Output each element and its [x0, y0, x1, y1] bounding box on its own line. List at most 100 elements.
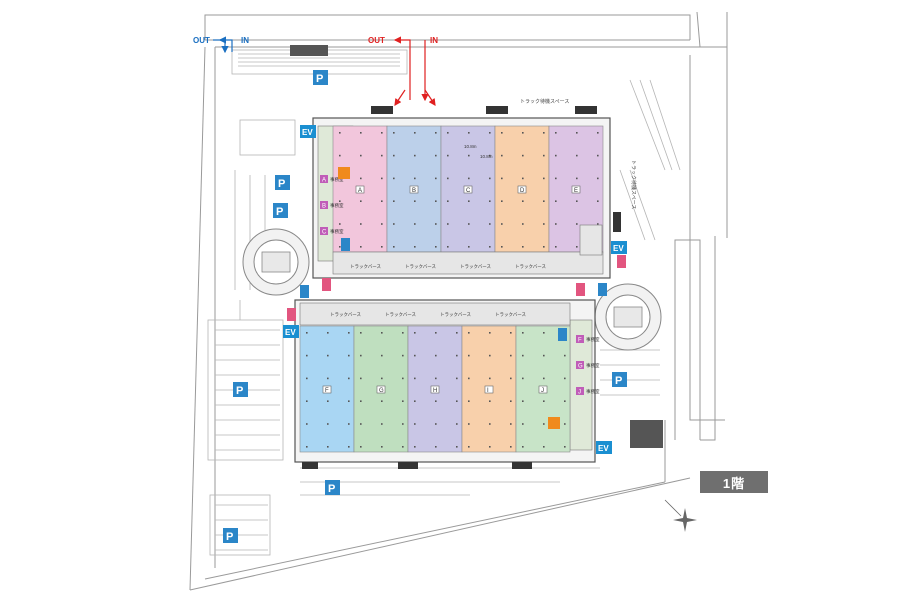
column-dot [381, 332, 383, 334]
restroom-female-icon [287, 308, 296, 321]
column-dot [522, 200, 524, 202]
parking-marker: P [313, 70, 328, 85]
truck-wait-label-right: トラック待機スペース [630, 160, 637, 209]
svg-text:P: P [236, 385, 243, 397]
truck-berth-labels: トラックバース トラックバース トラックバース トラックバース トラックバース … [330, 264, 547, 318]
column-dot [543, 423, 545, 425]
zone-letter: F [325, 388, 329, 394]
column-dot [360, 332, 362, 334]
parking-marker: P [273, 203, 288, 218]
column-dot [501, 246, 503, 248]
column-dot [468, 423, 470, 425]
column-dot [360, 154, 362, 157]
top-in-label: IN [430, 36, 438, 45]
column-dot [468, 200, 470, 202]
wheelchair-icon [548, 417, 560, 429]
berth-label: トラックバース [330, 312, 362, 318]
column-dot [522, 154, 524, 157]
svg-text:EV: EV [302, 128, 313, 137]
column-dot [489, 332, 491, 334]
zone-badge [517, 185, 527, 194]
column-dot [414, 200, 416, 202]
column-dot [414, 400, 416, 402]
column-dot [597, 200, 599, 202]
column-dot [456, 400, 458, 402]
dimension-marks: 10.8m 10.8m [464, 144, 493, 159]
office-label: 事務室 [586, 388, 600, 395]
column-dot [348, 377, 350, 380]
column-dot [327, 377, 329, 380]
bike-parking [290, 45, 663, 448]
office-label: 事務室 [586, 336, 600, 343]
column-dot [414, 446, 416, 448]
office-tag [320, 201, 328, 209]
column-dot [489, 377, 491, 380]
column-dot [327, 332, 329, 334]
zone-letter: D [520, 188, 525, 194]
zone-badge [376, 385, 386, 394]
office-tag-letter: A [322, 178, 326, 184]
zone-badge [322, 385, 332, 394]
column-dot [576, 200, 578, 202]
column-dot [360, 200, 362, 202]
column-dot [510, 354, 512, 357]
column-dot [489, 400, 491, 402]
berth-label: トラックバース [460, 264, 492, 270]
column-dot [543, 132, 545, 134]
column-dot [339, 132, 341, 134]
column-dot [501, 177, 503, 180]
column-dot [510, 332, 512, 334]
column-dot [381, 223, 383, 225]
column-dot [381, 400, 383, 402]
column-dot [555, 132, 557, 134]
column-dot [501, 132, 503, 134]
restroom-icons [287, 238, 626, 341]
column-dot [435, 132, 437, 134]
parking-markers: P P P P P P P [223, 70, 627, 543]
column-dot [435, 446, 437, 448]
zone-letter: B [412, 188, 416, 194]
column-dot [489, 446, 491, 448]
spiral-ramp-right [594, 283, 662, 351]
column-dot [489, 223, 491, 225]
column-dot [447, 246, 449, 248]
column-dot [522, 400, 524, 402]
column-dot [360, 423, 362, 425]
column-dot [306, 377, 308, 380]
column-dot [468, 154, 470, 157]
zone-letter: H [433, 388, 437, 394]
column-dot [510, 446, 512, 448]
column-dot [435, 246, 437, 248]
column-dot [489, 154, 491, 157]
dimension-b: 10.8m [480, 154, 493, 159]
column-dot [510, 400, 512, 402]
zone-letter: J [541, 388, 544, 394]
column-dot [576, 154, 578, 157]
column-dot [435, 423, 437, 425]
column-dot [522, 446, 524, 448]
column-dot [468, 377, 470, 380]
berth-label: トラックバース [385, 312, 417, 318]
column-dot [393, 246, 395, 248]
office-tag [576, 361, 584, 369]
zone-letter: A [358, 188, 362, 194]
office-label: 事務室 [586, 362, 600, 369]
column-dot [555, 154, 557, 157]
restroom-female-icon [617, 255, 626, 268]
column-dot [414, 154, 416, 157]
access-arrows: OUT IN OUT IN [193, 36, 438, 106]
column-dot [468, 400, 470, 402]
column-dot [456, 423, 458, 425]
column-dot [468, 332, 470, 334]
column-dot [456, 446, 458, 448]
office-tag-letter: C [322, 230, 327, 236]
column-dot [435, 223, 437, 225]
office-label: 事務室 [330, 176, 344, 183]
svg-text:EV: EV [598, 444, 609, 453]
column-dot [339, 246, 341, 248]
column-dot [489, 423, 491, 425]
column-dot [360, 400, 362, 402]
column-dot [597, 177, 599, 180]
